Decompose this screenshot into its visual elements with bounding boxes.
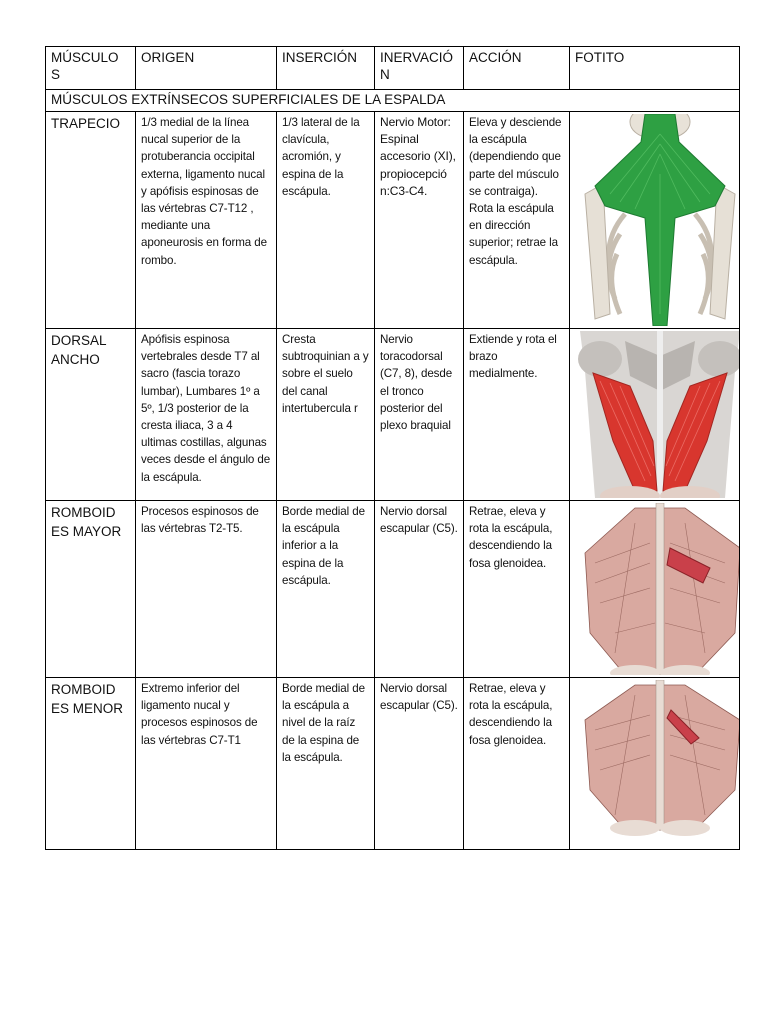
muscle-origin: Apófisis espinosa vertebrales desde T7 a… [135,328,277,501]
rhomboid-major-image [575,503,739,675]
muscle-name: DORSAL ANCHO [45,328,136,501]
muscle-action: Retrae, eleva y rota la escápula, descen… [463,677,570,850]
muscle-insertion: Cresta subtroquinian a y sobre el suelo … [276,328,375,501]
muscle-origin: Procesos espinosos de las vértebras T2-T… [135,500,277,678]
muscle-insertion: Borde medial de la escápula inferior a l… [276,500,375,678]
rhomboid-major-illustration-icon [569,500,740,678]
header-innervation: INERVACIÓ N [374,46,464,90]
trapezius-image [575,114,739,326]
section-row: MÚSCULOS EXTRÍNSECOS SUPERFICIALES DE LA… [45,89,740,112]
header-photo: FOTITO [569,46,740,90]
muscle-action: Eleva y desciende la escápula (dependien… [463,111,570,329]
rhomboid-minor-illustration-icon [569,677,740,850]
muscle-innervation: Nervio dorsal escapular (C5). [374,500,464,678]
muscle-insertion: 1/3 lateral de la clavícula, acromión, y… [276,111,375,329]
header-origin: ORIGEN [135,46,277,90]
muscle-name: TRAPECIO [45,111,136,329]
header-muscle: MÚSCULO S [45,46,136,90]
section-title: MÚSCULOS EXTRÍNSECOS SUPERFICIALES DE LA… [45,89,740,112]
header-action: ACCIÓN [463,46,570,90]
muscle-origin: 1/3 medial de la línea nucal superior de… [135,111,277,329]
latissimus-image [575,331,739,498]
muscle-name: ROMBOID ES MENOR [45,677,136,850]
muscle-name: ROMBOID ES MAYOR [45,500,136,678]
trapezius-illustration-icon [569,111,740,329]
table-row: DORSAL ANCHO Apófisis espinosa vertebral… [45,328,740,501]
muscle-origin: Extremo inferior del ligamento nucal y p… [135,677,277,850]
header-row: MÚSCULO S ORIGEN INSERCIÓN INERVACIÓ N A… [45,46,740,90]
muscle-innervation: Nervio dorsal escapular (C5). [374,677,464,850]
muscle-insertion: Borde medial de la escápula a nivel de l… [276,677,375,850]
table-row: TRAPECIO 1/3 medial de la línea nucal su… [45,111,740,329]
table-row: ROMBOID ES MAYOR Procesos espinosos de l… [45,500,740,678]
header-insertion: INSERCIÓN [276,46,375,90]
muscle-action: Extiende y rota el brazo medialmente. [463,328,570,501]
muscles-table: MÚSCULO S ORIGEN INSERCIÓN INERVACIÓ N A… [45,46,740,850]
muscle-innervation: Nervio Motor: Espinal accesorio (XI), pr… [374,111,464,329]
latissimus-dorsi-illustration-icon [569,328,740,501]
rhomboid-minor-image [575,680,739,847]
table-row: ROMBOID ES MENOR Extremo inferior del li… [45,677,740,850]
muscle-innervation: Nervio toracodorsal (C7, 8), desde el tr… [374,328,464,501]
muscle-action: Retrae, eleva y rota la escápula, descen… [463,500,570,678]
